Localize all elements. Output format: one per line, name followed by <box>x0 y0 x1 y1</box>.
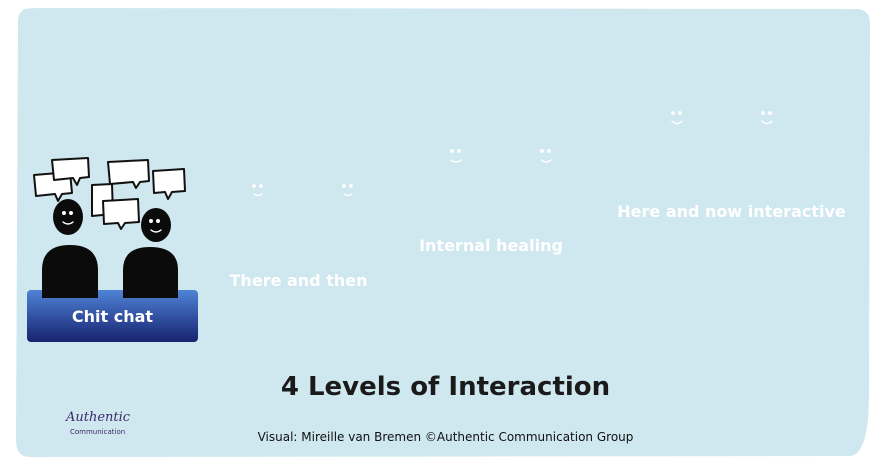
main-title: 4 Levels of Interaction <box>280 372 611 402</box>
chat-bubbles <box>33 157 186 230</box>
level-label-internal-healing: Internal healing <box>419 236 563 255</box>
person-body-left <box>42 245 98 298</box>
background-card <box>16 8 870 457</box>
level-chit-chat <box>27 157 198 342</box>
person-head-right <box>141 208 171 242</box>
logo-subtext: Communication <box>70 428 126 436</box>
level-label-chit-chat: Chit chat <box>71 307 154 326</box>
person-body-right <box>123 247 178 298</box>
person-head-left <box>53 199 83 235</box>
credit-line: Visual: Mireille van Bremen ©Authentic C… <box>257 430 634 444</box>
level-label-there-and-then: There and then <box>229 271 368 290</box>
pedestal-chit-chat <box>27 290 198 342</box>
level-label-here-and-now-interactive: Here and now interactive <box>617 202 846 221</box>
logo-text: Authentic <box>66 410 131 425</box>
